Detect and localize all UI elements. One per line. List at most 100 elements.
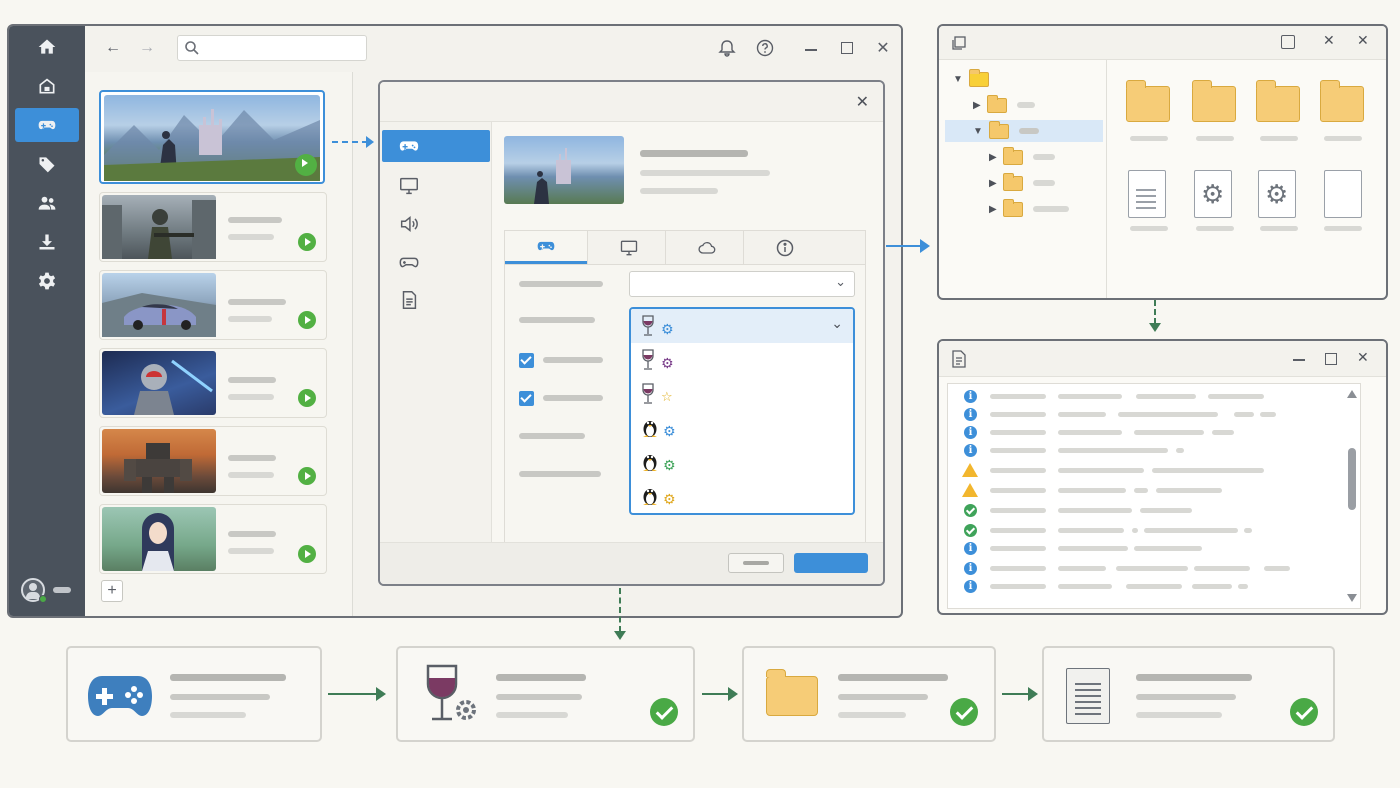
play-button[interactable]: [298, 467, 316, 485]
close-button[interactable]: ✕: [873, 38, 893, 58]
config-file-icon[interactable]: ⚙: [1258, 170, 1296, 218]
success-check-icon: [650, 698, 678, 726]
side-tab-logs[interactable]: [382, 284, 490, 316]
log-row: [948, 560, 1360, 578]
side-tab-audio[interactable]: [382, 208, 490, 240]
tab-cloud[interactable]: [665, 231, 747, 264]
play-button[interactable]: [298, 389, 316, 407]
sidebar-item-settings[interactable]: [15, 264, 79, 298]
gear-icon: ⚙: [663, 490, 676, 507]
config-body: ⌄ ⚙ ⌄ ⚙ ☆: [492, 122, 883, 576]
game-card[interactable]: [99, 504, 327, 574]
runner-option-linux-gear[interactable]: ⚙: [631, 411, 853, 445]
wine-glass-icon: [642, 315, 654, 336]
explorer-menu-button[interactable]: [1281, 35, 1295, 49]
option-dropdown[interactable]: ⌄: [629, 271, 855, 297]
dialog-close-button[interactable]: ✕: [856, 92, 869, 112]
gear-icon: ⚙: [663, 422, 676, 439]
search-input[interactable]: [177, 35, 367, 61]
add-game-button[interactable]: +: [101, 580, 123, 602]
sidebar-item-home[interactable]: [15, 30, 79, 64]
game-card[interactable]: [99, 90, 325, 184]
wine-glass-icon: [642, 349, 654, 370]
side-tab-input[interactable]: [382, 246, 490, 278]
runner-option-wine-gear[interactable]: ⚙ ⌄: [631, 309, 853, 343]
game-card[interactable]: [99, 426, 327, 496]
gear-icon: [38, 272, 56, 290]
tree-node-root[interactable]: ▼: [953, 68, 989, 90]
game-card[interactable]: [99, 192, 327, 262]
sidebar-item-tags[interactable]: [15, 147, 79, 181]
play-button[interactable]: [298, 545, 316, 563]
folder-icon: [968, 68, 989, 87]
play-button[interactable]: [295, 154, 317, 176]
runner-select-list[interactable]: ⚙ ⌄ ⚙ ☆ ⚙ ⚙: [629, 307, 855, 515]
info-icon: [964, 444, 977, 457]
sidebar: [9, 26, 85, 616]
info-icon: [964, 562, 977, 575]
tree-node[interactable]: ▶: [989, 172, 1055, 194]
runner-option-linux-gear[interactable]: ⚙: [631, 445, 853, 479]
game-card[interactable]: [99, 270, 327, 340]
log-close-button[interactable]: ✕: [1357, 349, 1369, 366]
folder-icon[interactable]: [1256, 80, 1300, 122]
minimize-button[interactable]: [801, 38, 821, 58]
scroll-up-icon[interactable]: [1347, 390, 1357, 398]
folder-icon[interactable]: [1320, 80, 1364, 122]
config-file-icon[interactable]: ⚙: [1194, 170, 1232, 218]
cancel-button[interactable]: [728, 553, 784, 573]
runner-option-wine-star[interactable]: ☆: [631, 377, 853, 411]
folder-icon[interactable]: [1192, 80, 1236, 122]
runner-option-linux-gear[interactable]: ⚙: [631, 479, 853, 513]
log-scrollbar[interactable]: [1346, 390, 1358, 602]
game-art-soldier: [102, 195, 216, 259]
play-button[interactable]: [298, 233, 316, 251]
explorer-close-button[interactable]: ✕: [1323, 32, 1335, 49]
sidebar-item-library[interactable]: [15, 69, 79, 103]
blank-file-icon[interactable]: [1324, 170, 1362, 218]
side-tab-game[interactable]: [382, 130, 490, 162]
close-icon: ✕: [855, 94, 869, 111]
side-tab-display[interactable]: [382, 170, 490, 202]
tree-node[interactable]: ▶: [989, 146, 1055, 168]
sidebar-item-games[interactable]: [15, 108, 79, 142]
log-minimize-button[interactable]: [1293, 359, 1305, 361]
game-card[interactable]: [99, 348, 327, 418]
scroll-down-icon[interactable]: [1347, 594, 1357, 602]
sidebar-item-users[interactable]: [15, 186, 79, 220]
tab-info[interactable]: [743, 231, 825, 264]
option-checkbox[interactable]: [519, 391, 534, 406]
tree-node-selected[interactable]: ▼: [945, 120, 1103, 142]
user-avatar[interactable]: [21, 578, 47, 603]
tree-node[interactable]: ▶: [989, 198, 1069, 220]
help-button[interactable]: [755, 38, 775, 58]
tree-node[interactable]: ▶: [973, 94, 1035, 116]
step-title-placeholder: [496, 674, 586, 681]
config-side-tabs: [380, 122, 492, 544]
link-arrow-game-to-config: [332, 141, 368, 143]
runner-option-wine-gear[interactable]: ⚙: [631, 343, 853, 377]
text-file-icon[interactable]: [1128, 170, 1166, 218]
play-button[interactable]: [298, 311, 316, 329]
explorer-collapse-button[interactable]: ✕: [1357, 32, 1369, 49]
field-label-placeholder: [519, 433, 585, 439]
success-check-icon: [1290, 698, 1318, 726]
notifications-button[interactable]: [717, 38, 737, 58]
pipeline-arrow: [328, 687, 386, 701]
game-title-placeholder: [228, 217, 282, 223]
maximize-button[interactable]: [837, 38, 857, 58]
save-button[interactable]: [794, 553, 868, 573]
tab-game[interactable]: [505, 231, 587, 264]
back-button[interactable]: ←: [103, 38, 123, 58]
config-tabs: [504, 230, 866, 264]
folder-icon[interactable]: [1126, 80, 1170, 122]
log-maximize-button[interactable]: [1325, 353, 1337, 365]
log-row: [948, 406, 1360, 424]
top-bar: ← → ✕: [85, 26, 901, 72]
scroll-thumb[interactable]: [1348, 448, 1356, 510]
tab-display[interactable]: [587, 231, 669, 264]
sidebar-item-downloads[interactable]: [15, 225, 79, 259]
pipeline-arrow: [1002, 687, 1038, 701]
forward-button[interactable]: →: [137, 38, 157, 58]
option-checkbox[interactable]: [519, 353, 534, 368]
